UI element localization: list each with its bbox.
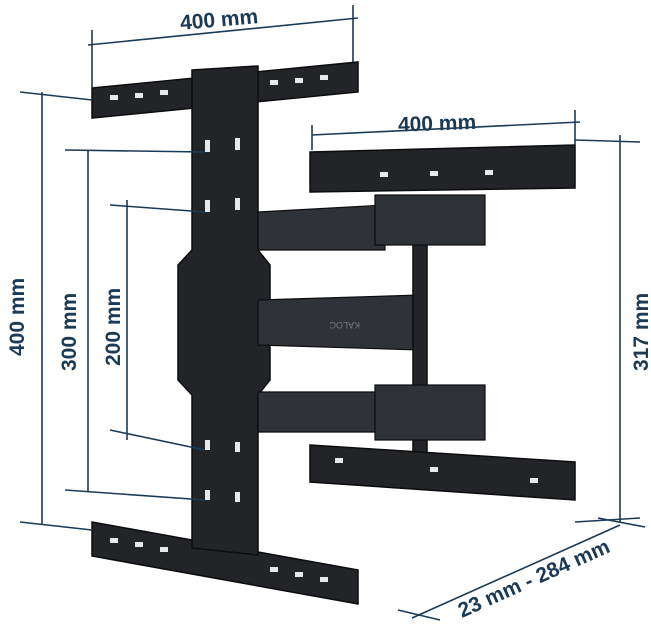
top-width-label: 400 mm [179,5,259,35]
middle-height-label: 300 mm [58,293,81,371]
lower-arm [257,391,386,433]
tv-bracket-width-label: 400 mm [398,111,477,137]
tv-bottom-bar [309,444,576,501]
upper-hinge [374,194,486,246]
outer-height-label: 400 mm [6,278,29,356]
inner-height-label: 200 mm [102,288,125,366]
bottom-rail [91,521,359,605]
wall-plate [91,61,359,605]
rail-holes [110,75,328,582]
vertical-plate [177,65,271,556]
extension-range-label: 23 mm - 284 mm [455,535,614,622]
arm-brand-logo: KALOC [329,320,360,330]
tv-bracket-height-label: 317 mm [630,293,651,371]
upper-arm [257,204,386,251]
dimension-lines [19,5,646,621]
tv-top-bar [309,144,576,193]
lower-hinge [374,384,486,441]
articulating-arms: KALOC [257,194,486,461]
tv-bracket [309,144,576,501]
